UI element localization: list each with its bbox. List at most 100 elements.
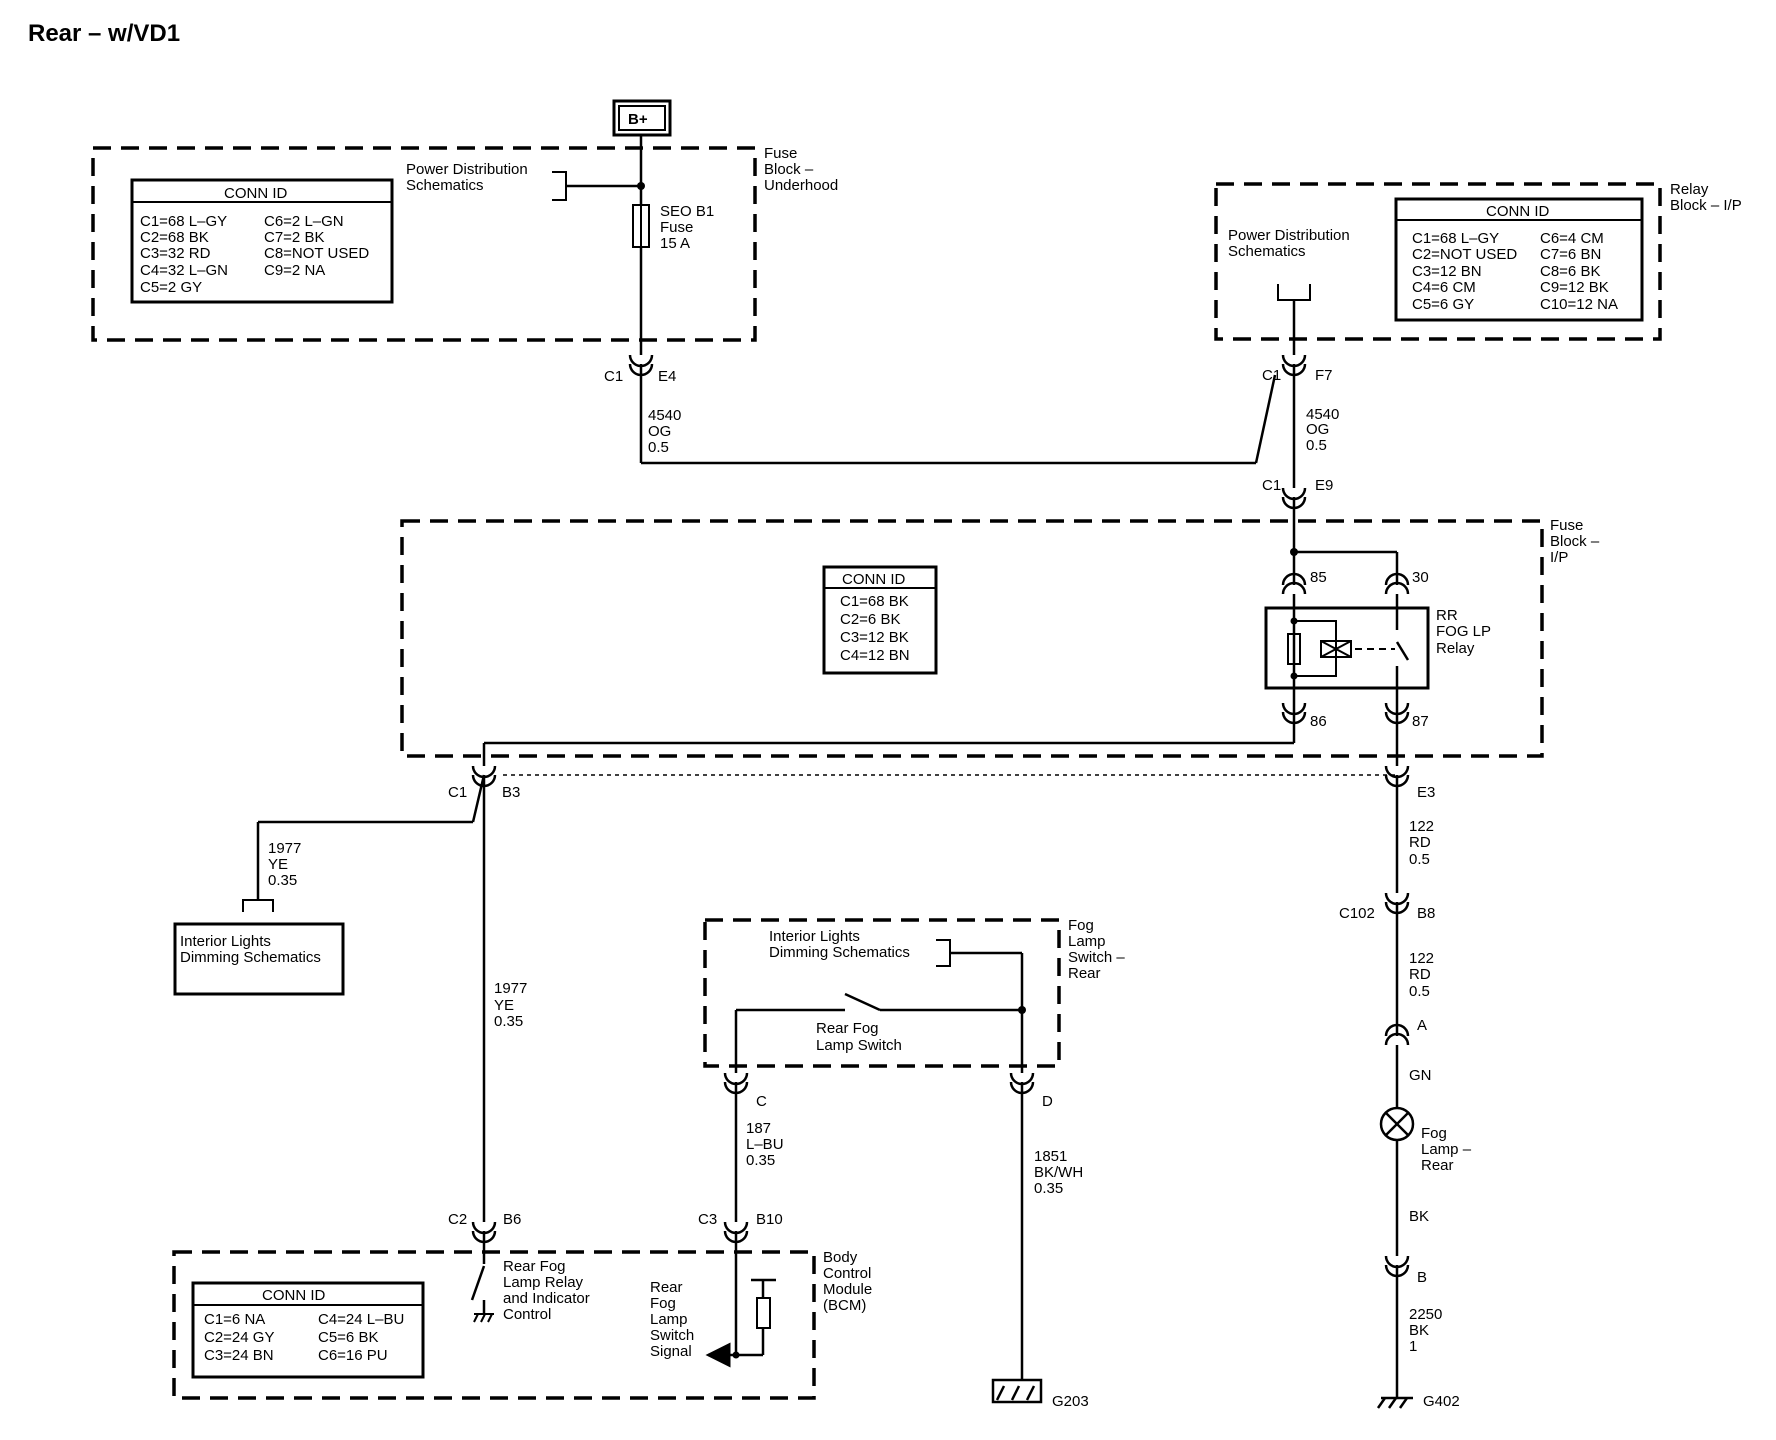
svg-text:C10=12 NA: C10=12 NA [1540, 296, 1618, 313]
svg-text:C1=68 L–GY: C1=68 L–GY [140, 213, 227, 230]
svg-text:Schematics: Schematics [1228, 243, 1306, 260]
svg-text:C3=24 BN: C3=24 BN [204, 1347, 274, 1364]
svg-text:0.35: 0.35 [268, 872, 297, 889]
svg-text:Block –: Block – [764, 161, 814, 178]
svg-text:C6=2 L–GN: C6=2 L–GN [264, 213, 344, 230]
svg-text:Lamp: Lamp [1068, 933, 1106, 950]
wire-122-bottom-label: 122 RD 0.5 [1409, 950, 1434, 1000]
svg-text:C4=24 L–BU: C4=24 L–BU [318, 1311, 404, 1328]
svg-text:Lamp Relay: Lamp Relay [503, 1274, 584, 1291]
svg-text:C5=2 GY: C5=2 GY [140, 279, 202, 296]
conn-id-table-underhood: CONN ID C1=68 L–GY C2=68 BK C3=32 RD C4=… [130, 178, 394, 304]
fuse-block-ip-outline [400, 519, 1544, 758]
svg-text:and Indicator: and Indicator [503, 1290, 590, 1307]
svg-text:Relay: Relay [1670, 181, 1709, 198]
wire-gn-label: GN [1409, 1067, 1432, 1084]
svg-text:E9: E9 [1315, 477, 1333, 494]
interior-lights-dimming-box: Interior Lights Dimming Schematics [173, 922, 345, 996]
svg-text:85: 85 [1310, 569, 1327, 586]
svg-text:C2: C2 [448, 1211, 467, 1228]
svg-text:C1: C1 [604, 368, 623, 385]
svg-text:Schematics: Schematics [406, 177, 484, 194]
fuse-block-underhood-outline [91, 146, 757, 342]
svg-text:C1=68 L–GY: C1=68 L–GY [1412, 230, 1499, 247]
svg-text:C2=NOT USED: C2=NOT USED [1412, 246, 1517, 263]
conn-id-table-fuse-block-ip: CONN ID C1=68 BK C2=6 BK C3=12 BK C4=12 … [822, 565, 938, 675]
interior-lights-dimming-ref: Interior Lights Dimming Schematics [769, 928, 1022, 967]
svg-text:187: 187 [746, 1120, 771, 1137]
svg-text:0.35: 0.35 [746, 1152, 775, 1169]
relay-coil-resistor [1287, 633, 1301, 665]
svg-text:Fuse: Fuse [1550, 517, 1583, 534]
svg-text:F7: F7 [1315, 367, 1333, 384]
wire-4540-label-left: 4540 OG 0.5 [648, 407, 681, 456]
wire-2250-label: 2250 BK 1 [1409, 1306, 1442, 1355]
relay-label: RR FOG LP Relay [1436, 607, 1491, 657]
svg-text:B: B [1417, 1269, 1427, 1286]
svg-text:0.5: 0.5 [1409, 851, 1430, 868]
svg-text:C3=12 BN: C3=12 BN [1412, 263, 1482, 280]
svg-text:CONN ID: CONN ID [224, 185, 288, 202]
svg-text:C1: C1 [448, 784, 467, 801]
wire-1851-label: 1851 BK/WH 0.35 [1034, 1148, 1083, 1197]
svg-text:C3=12 BK: C3=12 BK [840, 629, 909, 646]
svg-text:Power Distribution: Power Distribution [406, 161, 528, 178]
svg-text:Power Distribution: Power Distribution [1228, 227, 1350, 244]
svg-text:L–BU: L–BU [746, 1136, 784, 1153]
svg-text:Control: Control [823, 1265, 871, 1282]
power-distribution-ref-underhood: Power Distribution Schematics [406, 161, 641, 201]
svg-text:B8: B8 [1417, 905, 1435, 922]
ground-g402-label: G402 [1423, 1393, 1460, 1410]
fog-lamp-switch-label: Fog Lamp Switch – Rear [1068, 917, 1125, 982]
svg-text:SEO B1: SEO B1 [660, 203, 714, 220]
svg-text:Underhood: Underhood [764, 177, 838, 194]
svg-text:Dimming Schematics: Dimming Schematics [180, 949, 321, 966]
relay-control-switch [470, 1265, 486, 1301]
svg-text:Fog: Fog [1068, 917, 1094, 934]
svg-text:Block –: Block – [1550, 533, 1600, 550]
svg-text:B10: B10 [756, 1211, 783, 1228]
svg-text:Rear Fog: Rear Fog [816, 1020, 879, 1037]
svg-text:C2=68 BK: C2=68 BK [140, 229, 209, 246]
rear-fog-lamp-switch-label: Rear Fog Lamp Switch [816, 1020, 902, 1054]
bcm-label: Body Control Module (BCM) [823, 1249, 872, 1314]
wire-1977-main-label: 1977 YE 0.35 [494, 980, 527, 1030]
svg-text:C4=12 BN: C4=12 BN [840, 647, 910, 664]
relay-pin-30 [1384, 572, 1410, 595]
svg-text:C6=4 CM: C6=4 CM [1540, 230, 1604, 247]
svg-text:Rear: Rear [1068, 965, 1101, 982]
svg-text:Body: Body [823, 1249, 858, 1266]
svg-text:Fuse: Fuse [660, 219, 693, 236]
fuse-block-ip-label: Fuse Block – I/P [1550, 517, 1600, 566]
svg-text:Relay: Relay [1436, 640, 1475, 657]
switch-signal-label: Rear Fog Lamp Switch Signal [650, 1279, 694, 1360]
svg-text:86: 86 [1310, 713, 1327, 730]
relay-block-ip-outline [1214, 182, 1662, 341]
svg-text:1977: 1977 [268, 840, 301, 857]
fog-lamp-switch-outline [703, 918, 1061, 1068]
svg-text:C4=6 CM: C4=6 CM [1412, 279, 1476, 296]
wire-4540-label-right: 4540 OG 0.5 [1306, 406, 1339, 454]
svg-text:BK: BK [1409, 1322, 1429, 1339]
svg-text:1: 1 [1409, 1338, 1417, 1355]
svg-text:C102: C102 [1339, 905, 1375, 922]
svg-text:122: 122 [1409, 818, 1434, 835]
wire-bk-label: BK [1409, 1208, 1429, 1225]
svg-text:Rear Fog: Rear Fog [503, 1258, 566, 1275]
pull-up-resistor [756, 1297, 771, 1329]
svg-text:Rear: Rear [1421, 1157, 1454, 1174]
relay-control-label: Rear Fog Lamp Relay and Indicator Contro… [503, 1258, 590, 1323]
battery-label: B+ [628, 111, 648, 128]
svg-text:YE: YE [494, 997, 514, 1014]
relay-switch-contact [1395, 641, 1410, 661]
svg-text:RR: RR [1436, 607, 1458, 624]
svg-text:C: C [756, 1093, 767, 1110]
svg-text:Rear: Rear [650, 1279, 683, 1296]
svg-text:C2=6 BK: C2=6 BK [840, 611, 900, 628]
relay-coil [1320, 640, 1352, 658]
svg-text:CONN ID: CONN ID [262, 1287, 326, 1304]
svg-text:C3=32 RD: C3=32 RD [140, 245, 211, 262]
svg-text:Fog: Fog [650, 1295, 676, 1312]
connector-a [1384, 1023, 1410, 1046]
